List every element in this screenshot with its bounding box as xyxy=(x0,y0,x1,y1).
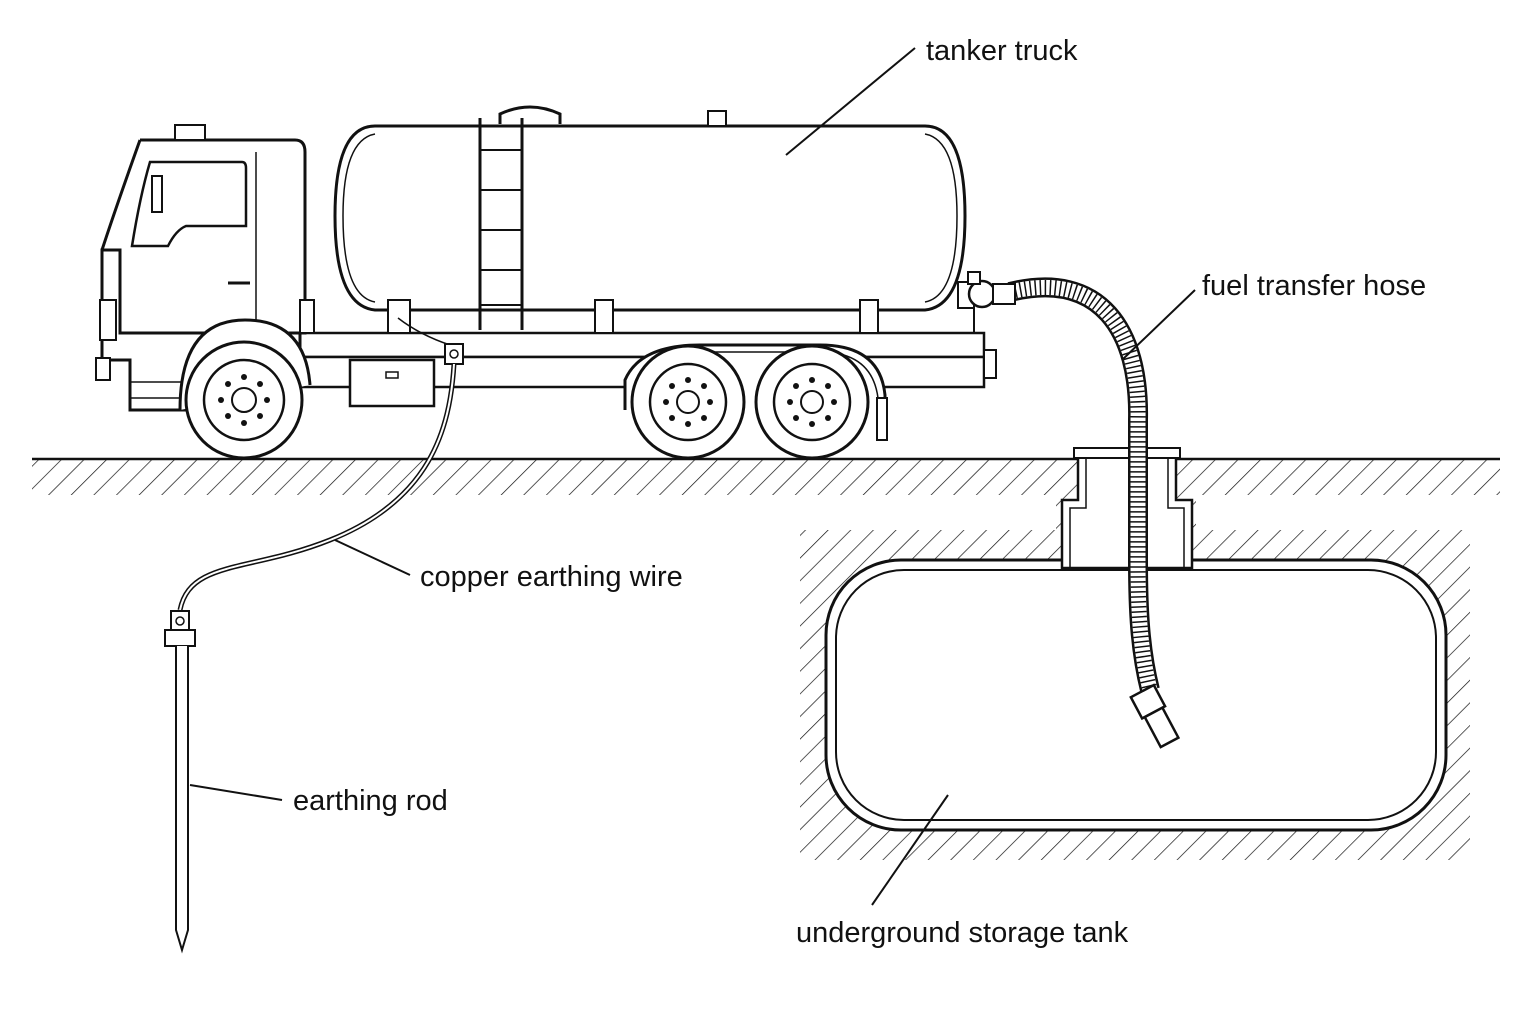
tank-body xyxy=(333,105,1016,334)
tanker-truck xyxy=(95,105,1016,460)
earthing-rod xyxy=(164,610,196,954)
leader-tanker-truck xyxy=(785,47,916,156)
leader-copper-earthing-wire xyxy=(334,539,411,576)
wheel-rear-2 xyxy=(754,344,870,460)
ground xyxy=(32,457,1500,495)
label-copper-earthing-wire: copper earthing wire xyxy=(420,561,683,593)
leader-underground-storage-tank xyxy=(871,794,949,906)
label-underground-storage-tank: underground storage tank xyxy=(796,917,1129,949)
fuel-transfer-hose xyxy=(1007,277,1181,749)
label-earthing-rod: earthing rod xyxy=(293,785,448,817)
wheel-front xyxy=(184,340,304,460)
label-tanker-truck: tanker truck xyxy=(926,35,1078,67)
leader-earthing-rod xyxy=(189,784,283,801)
label-fuel-transfer-hose: fuel transfer hose xyxy=(1202,270,1426,302)
wheel-rear-1 xyxy=(630,344,746,460)
copper-earthing-wire xyxy=(177,317,464,611)
leader-fuel-transfer-hose xyxy=(1121,289,1196,361)
